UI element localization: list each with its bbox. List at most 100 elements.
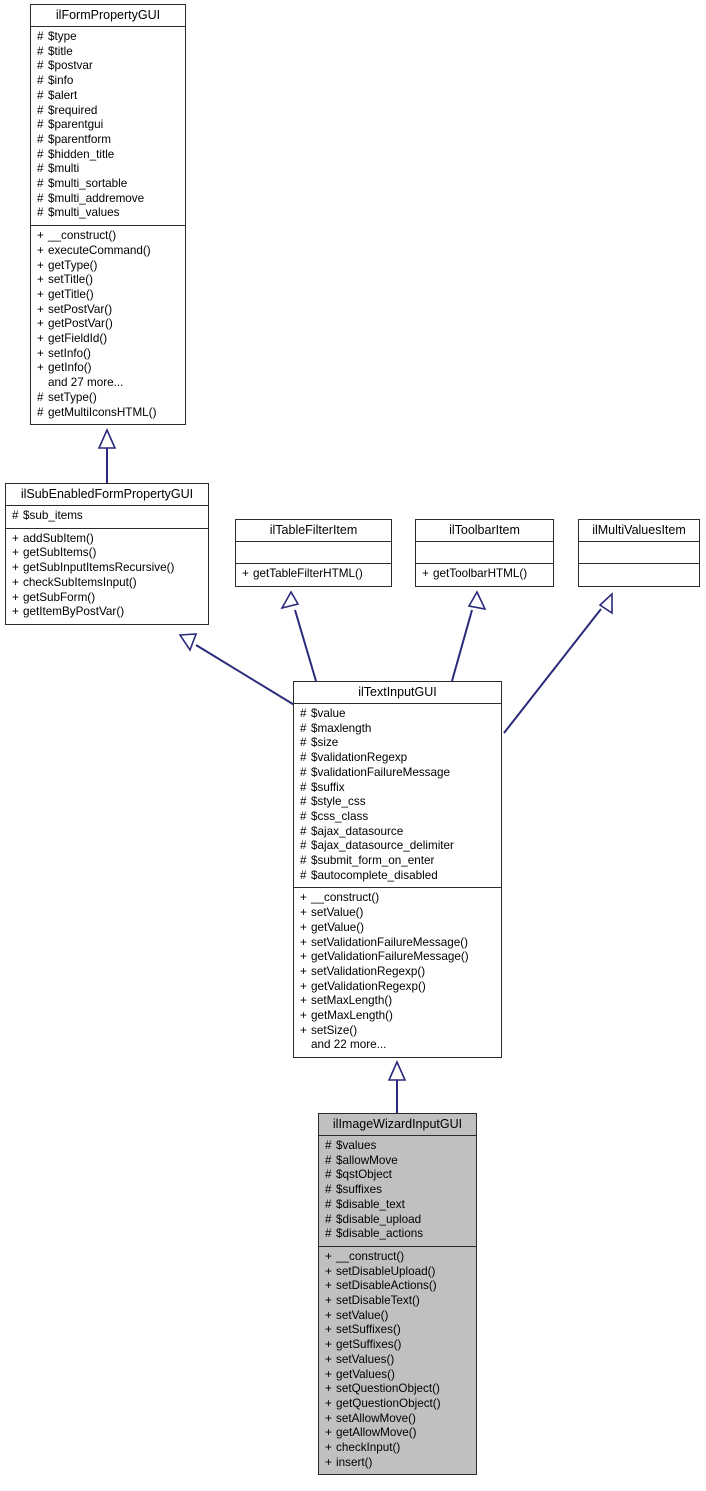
class-member: #$multi_values bbox=[37, 206, 180, 221]
member-label: getValue() bbox=[311, 920, 365, 934]
member-label: $suffixes bbox=[336, 1183, 382, 1197]
member-visibility: # bbox=[37, 103, 44, 117]
member-label: setDisableUpload() bbox=[336, 1264, 436, 1278]
class-member: +setValues() bbox=[325, 1353, 471, 1368]
class-box-iltablefilteritem[interactable]: ilTableFilterItem +getTableFilterHTML() bbox=[235, 519, 392, 587]
class-member: +setValidationRegexp() bbox=[300, 965, 496, 980]
member-visibility: # bbox=[300, 721, 307, 735]
member-label: and 22 more... bbox=[311, 1038, 387, 1052]
class-box-ilimagewizardinputgui[interactable]: ilImageWizardInputGUI #$values#$allowMov… bbox=[318, 1113, 477, 1476]
member-label: setPostVar() bbox=[48, 302, 113, 316]
member-visibility: + bbox=[325, 1426, 332, 1440]
class-member: #$alert bbox=[37, 89, 180, 104]
member-visibility: # bbox=[300, 868, 307, 882]
member-label: $submit_form_on_enter bbox=[311, 854, 435, 868]
member-visibility: + bbox=[37, 346, 44, 360]
class-name-iltoolbaritem: ilToolbarItem bbox=[416, 520, 553, 542]
class-member: + getValue() bbox=[300, 921, 496, 936]
member-visibility: # bbox=[37, 177, 44, 191]
class-member: # $autocomplete_disabled bbox=[300, 869, 496, 884]
member-visibility: + bbox=[37, 273, 44, 287]
member-visibility: + bbox=[325, 1441, 332, 1455]
class-member: #$css_class bbox=[300, 810, 496, 825]
member-label: setValidationRegexp() bbox=[311, 964, 426, 978]
member-visibility: # bbox=[300, 751, 307, 765]
class-member: +addSubItem() bbox=[12, 532, 203, 547]
class-operations-iltextinputgui: +__construct()+setValue()+getValue()+set… bbox=[294, 888, 501, 1057]
class-member: #$multi_sortable bbox=[37, 177, 180, 192]
member-label: getInfo() bbox=[48, 361, 92, 375]
class-attributes-ilsubenabledformpropertygui: #$sub_items bbox=[6, 506, 208, 529]
class-member: #$sub_items bbox=[12, 509, 203, 524]
member-visibility: + bbox=[12, 546, 19, 560]
class-operations-ilsubenabledformpropertygui: +addSubItem()+getSubItems()+getSubInputI… bbox=[6, 529, 208, 624]
class-member: #$disable_upload bbox=[325, 1213, 471, 1228]
member-label: setValidationFailureMessage() bbox=[311, 935, 468, 949]
member-label: setSize() bbox=[311, 1023, 358, 1037]
member-visibility: + bbox=[300, 1023, 307, 1037]
class-member: +getSuffixes() bbox=[325, 1338, 471, 1353]
member-label: $required bbox=[48, 103, 98, 117]
class-member: +getType() bbox=[37, 259, 180, 274]
member-label: $multi bbox=[48, 162, 80, 176]
class-member: #$postvar bbox=[37, 59, 180, 74]
class-member: #$validationRegexp bbox=[300, 751, 496, 766]
member-visibility: + bbox=[300, 906, 307, 920]
member-visibility: + bbox=[300, 920, 307, 934]
class-name-ilmultivaluesitem: ilMultiValuesItem bbox=[579, 520, 699, 542]
member-label: setDisableText() bbox=[336, 1294, 420, 1308]
class-member: #$type bbox=[37, 30, 180, 45]
member-label: setInfo() bbox=[48, 346, 91, 360]
class-box-ilformpropertygui[interactable]: ilFormPropertyGUI #$type#$title#$postvar… bbox=[30, 4, 186, 426]
class-member: +getSubInputItemsRecursive() bbox=[12, 561, 203, 576]
member-label: setValue() bbox=[336, 1308, 389, 1322]
class-member: #$suffixes bbox=[325, 1183, 471, 1198]
class-member: +__construct() bbox=[325, 1250, 471, 1265]
class-box-ilmultivaluesitem[interactable]: ilMultiValuesItem bbox=[578, 519, 700, 587]
class-member: +getValues() bbox=[325, 1368, 471, 1383]
class-member: #$multi_addremove bbox=[37, 192, 180, 207]
member-visibility: # bbox=[300, 795, 307, 809]
class-attributes-ilimagewizardinputgui: #$values#$allowMove#$qstObject#$suffixes… bbox=[319, 1136, 476, 1247]
class-member: +getSubForm() bbox=[12, 591, 203, 606]
class-member: +__construct() bbox=[300, 891, 496, 906]
class-box-iltextinputgui[interactable]: ilTextInputGUI #$value#$maxlength#$size#… bbox=[293, 681, 502, 1059]
member-visibility: + bbox=[300, 950, 307, 964]
member-visibility: + bbox=[242, 567, 249, 580]
member-visibility: + bbox=[300, 979, 307, 993]
class-member: #$info bbox=[37, 74, 180, 89]
member-label: $postvar bbox=[48, 59, 93, 73]
member-label: $multi_values bbox=[48, 206, 120, 220]
member-visibility: # bbox=[325, 1212, 332, 1226]
class-member: +setAllowMove() bbox=[325, 1412, 471, 1427]
member-label: and 27 more... bbox=[48, 376, 124, 390]
member-visibility: + bbox=[37, 287, 44, 301]
class-member: + setSize() bbox=[300, 1024, 496, 1039]
member-visibility: + bbox=[37, 361, 44, 375]
member-visibility: # bbox=[325, 1197, 332, 1211]
class-member: #$allowMove bbox=[325, 1154, 471, 1169]
member-label: getValidationFailureMessage() bbox=[311, 950, 469, 964]
member-visibility: # bbox=[37, 147, 44, 161]
member-label: $validationFailureMessage bbox=[311, 765, 451, 779]
class-member: +getQuestionObject() bbox=[325, 1397, 471, 1412]
member-label: $autocomplete_disabled bbox=[311, 868, 438, 882]
class-box-iltoolbaritem[interactable]: ilToolbarItem +getToolbarHTML() bbox=[415, 519, 554, 587]
member-visibility: # bbox=[12, 509, 19, 522]
member-label: getAllowMove() bbox=[336, 1426, 417, 1440]
member-label: checkInput() bbox=[336, 1441, 401, 1455]
member-label: getSubForm() bbox=[23, 590, 96, 604]
class-member: #$suffix bbox=[300, 781, 496, 796]
member-visibility: # bbox=[37, 88, 44, 102]
member-label: __construct() bbox=[336, 1249, 405, 1263]
class-member: +insert() bbox=[325, 1456, 471, 1471]
class-member: #$style_css bbox=[300, 795, 496, 810]
class-member: + setValue() bbox=[325, 1309, 471, 1324]
member-label: addSubItem() bbox=[23, 531, 94, 545]
class-member: + setInfo() bbox=[37, 347, 180, 362]
class-member: +setDisableActions() bbox=[325, 1279, 471, 1294]
member-label: executeCommand() bbox=[48, 243, 151, 257]
member-visibility: + bbox=[325, 1308, 332, 1322]
member-label: getQuestionObject() bbox=[336, 1396, 441, 1410]
class-box-ilsubenabledformpropertygui[interactable]: ilSubEnabledFormPropertyGUI #$sub_items … bbox=[5, 483, 209, 625]
